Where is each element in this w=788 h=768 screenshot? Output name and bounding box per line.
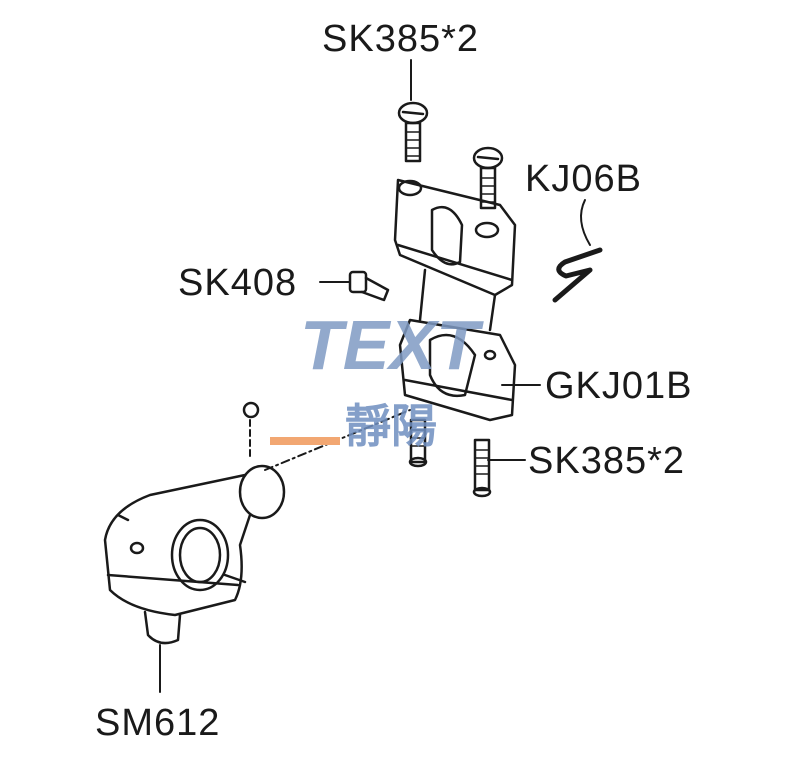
label-spring: KJ06B <box>525 158 642 200</box>
label-bottom-screws: SK385*2 <box>528 440 686 482</box>
label-crank: SM612 <box>95 702 221 744</box>
watermark-logo: TEXT <box>300 306 479 384</box>
set-screw <box>348 270 390 302</box>
screw-bottom-left <box>408 418 428 468</box>
crank-part <box>103 464 286 645</box>
label-set-screw: SK408 <box>178 262 298 304</box>
screw-top-left <box>397 101 429 163</box>
leader-lines <box>159 59 591 693</box>
screw-bottom-right <box>472 438 492 498</box>
bracket-part <box>393 178 517 422</box>
screw-top-right <box>472 146 504 210</box>
ball-part <box>242 401 260 419</box>
spring-part <box>552 247 603 303</box>
watermark-orange-mark <box>270 395 340 445</box>
watermark-chinese: 靜陽 <box>345 400 437 452</box>
label-top-screws: SK385*2 <box>322 18 480 60</box>
label-bracket: GKJ01B <box>545 365 693 407</box>
